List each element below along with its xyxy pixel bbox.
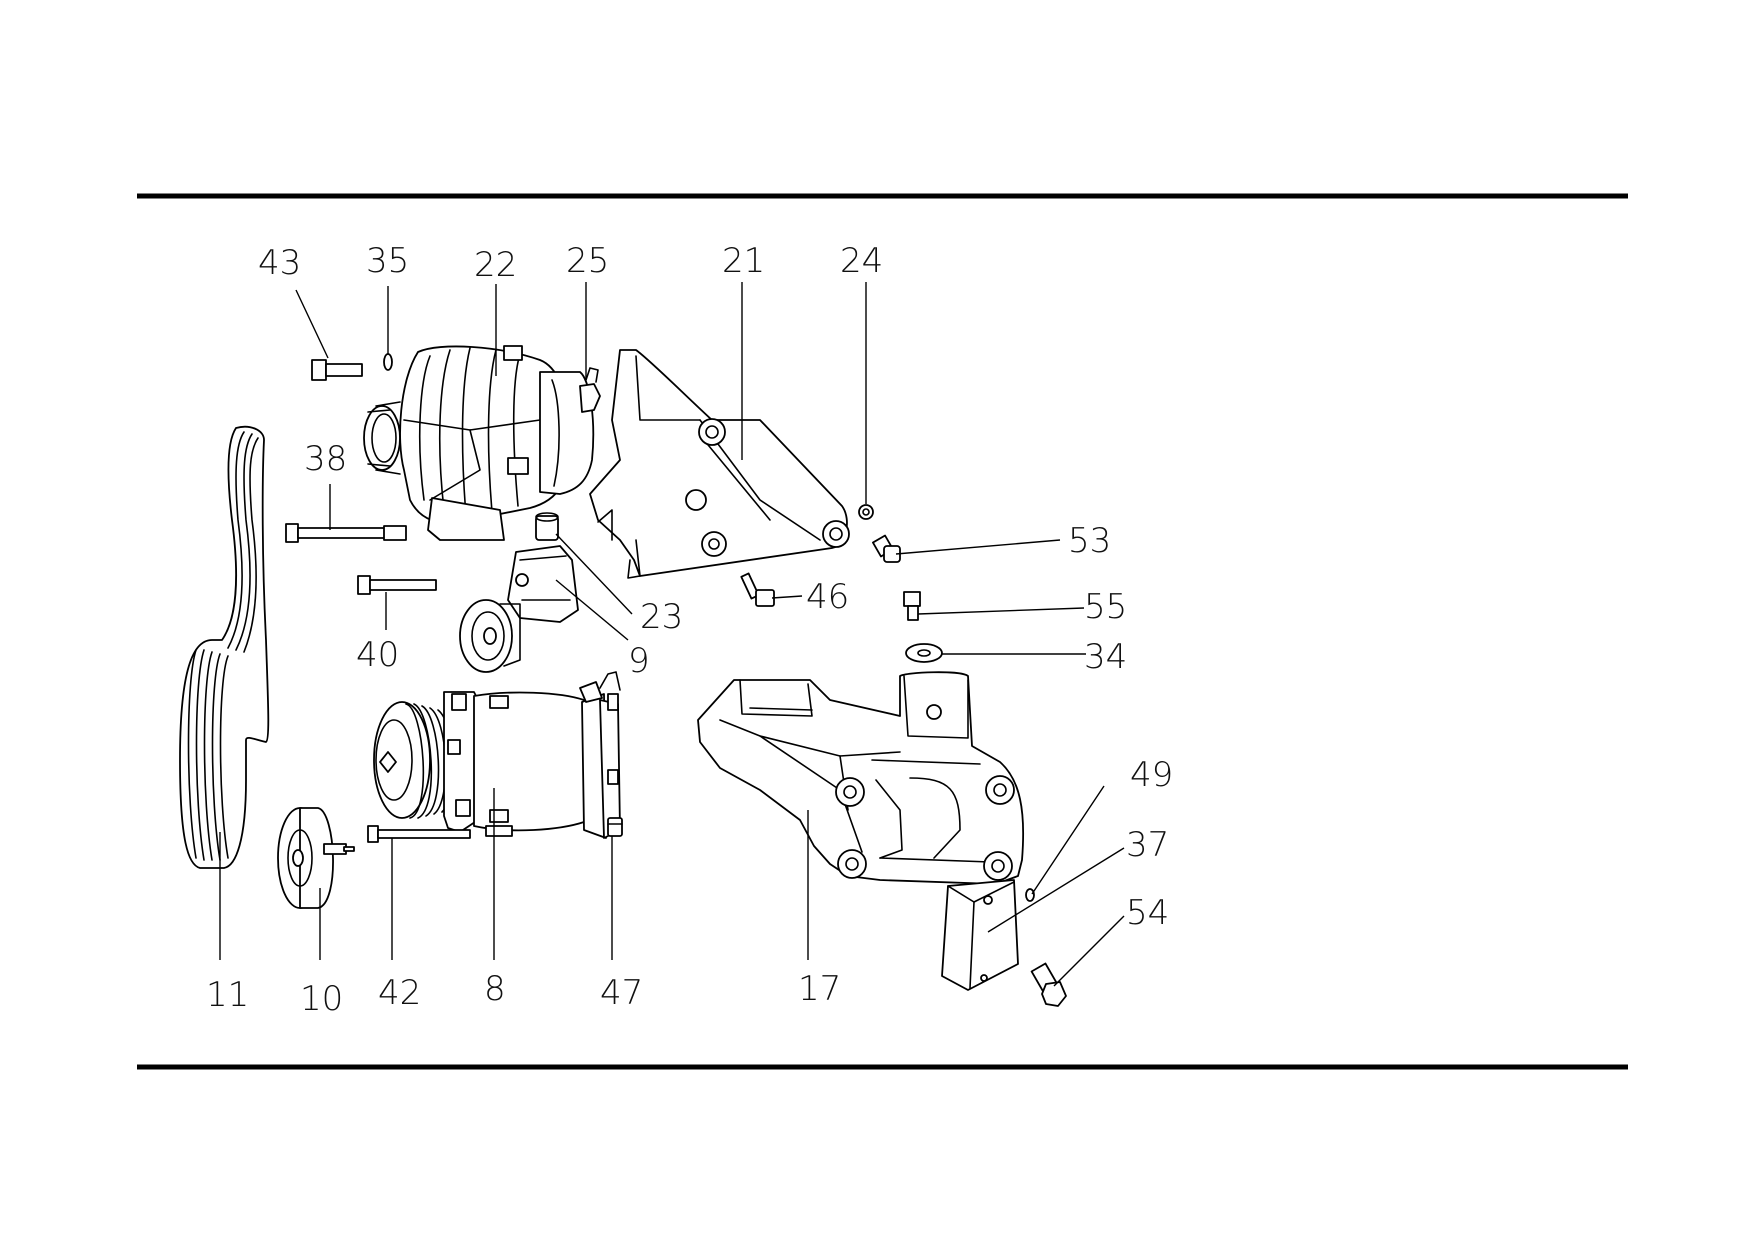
callout-23: 23 <box>640 597 683 637</box>
part-alternator <box>363 345 601 541</box>
callout-35: 35 <box>366 241 409 281</box>
callout-34: 34 <box>1084 637 1127 677</box>
part-compressor <box>373 671 621 839</box>
part-pin-49 <box>1025 888 1035 902</box>
part-bolt-53 <box>872 534 901 563</box>
part-spacer-23 <box>535 512 559 541</box>
callout-46: 46 <box>806 577 849 617</box>
callout-37: 37 <box>1126 825 1169 865</box>
callout-38: 38 <box>304 439 347 479</box>
part-bolt-42 <box>367 825 471 843</box>
callout-8: 8 <box>484 969 506 1009</box>
callout-49: 49 <box>1130 755 1173 795</box>
callout-11: 11 <box>206 975 249 1015</box>
part-belt <box>179 425 270 869</box>
callout-55: 55 <box>1084 587 1127 627</box>
callout-54: 54 <box>1126 893 1169 933</box>
callout-21: 21 <box>722 241 765 281</box>
part-bolt-46 <box>740 572 775 607</box>
part-tensioner <box>459 545 579 673</box>
callout-22: 22 <box>474 245 517 285</box>
callout-24: 24 <box>840 241 883 281</box>
part-bolt-40 <box>357 575 437 595</box>
part-mount-block <box>941 879 1019 991</box>
part-bracket-21 <box>589 349 850 579</box>
part-washer-34 <box>905 643 943 663</box>
leader-lines <box>219 282 1125 987</box>
part-bolt-54 <box>1030 962 1067 1007</box>
part-bolt-38 <box>285 523 407 543</box>
part-bolt-55 <box>903 591 921 621</box>
callout-42: 42 <box>378 973 421 1013</box>
callout-43: 43 <box>258 243 301 283</box>
part-bracket-17 <box>697 671 1025 885</box>
part-nut-47 <box>607 817 623 837</box>
callout-25: 25 <box>566 241 609 281</box>
callout-9: 9 <box>628 641 650 681</box>
callout-10: 10 <box>300 979 343 1019</box>
callout-47: 47 <box>600 973 643 1013</box>
part-idler-pulley <box>277 807 355 909</box>
callout-labels: 43 35 22 25 21 24 38 53 46 55 23 9 40 34… <box>206 241 1173 1019</box>
part-nut-24 <box>858 504 874 520</box>
callout-53: 53 <box>1068 521 1111 561</box>
callout-40: 40 <box>356 635 399 675</box>
callout-17: 17 <box>798 969 841 1009</box>
part-bolt-43 <box>311 359 363 381</box>
part-washer-35 <box>383 353 393 371</box>
